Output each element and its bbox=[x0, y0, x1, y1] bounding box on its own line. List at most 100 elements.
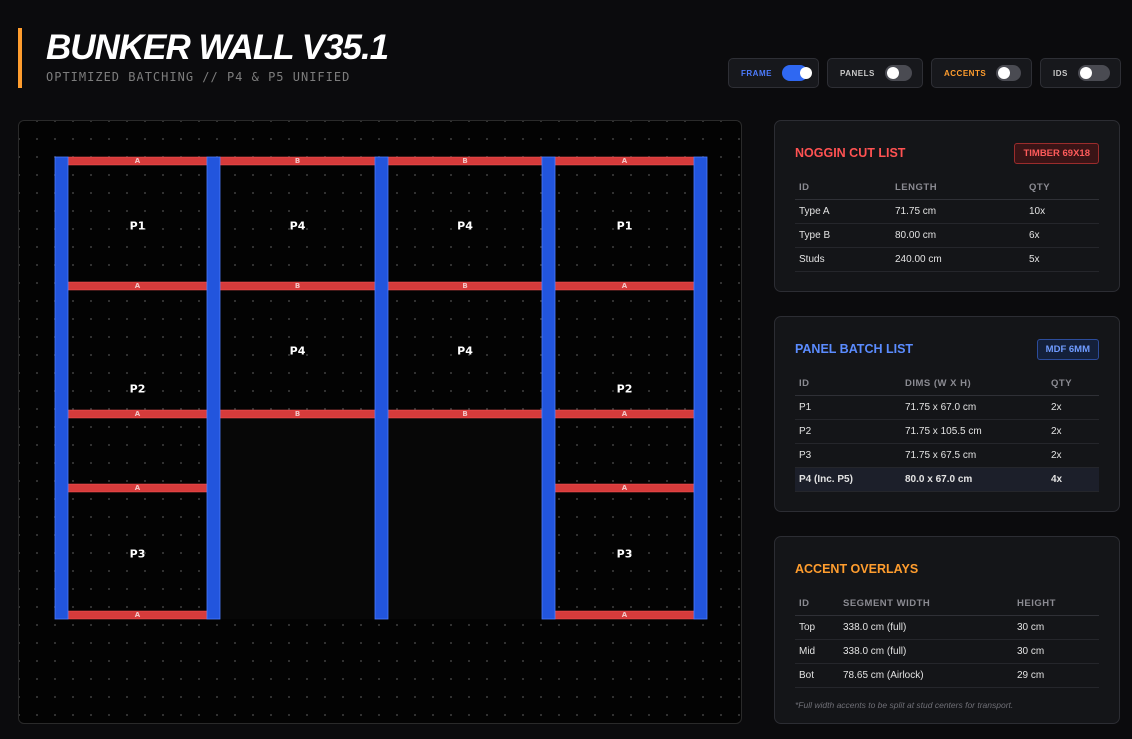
stud-4 bbox=[693, 156, 708, 620]
cell: 5x bbox=[1025, 247, 1099, 272]
page-subtitle: OPTIMIZED BATCHING // P4 & P5 UNIFIED bbox=[46, 70, 351, 84]
col-height: HEIGHT bbox=[1013, 593, 1099, 616]
noggin-row2-0-label: A bbox=[135, 282, 141, 290]
cell: 80.0 x 67.0 cm bbox=[901, 467, 1047, 492]
toggle-panels-label: PANELS bbox=[840, 68, 875, 78]
panel-batch-list: PANEL BATCH LIST MDF 6MM ID DIMS (W X H)… bbox=[774, 316, 1120, 512]
cell: 2x bbox=[1047, 395, 1099, 420]
noggin-bottom-right-label: A bbox=[622, 611, 628, 619]
cell: Type B bbox=[795, 223, 891, 248]
accent-title: ACCENT OVERLAYS bbox=[795, 562, 919, 576]
noggin-title: NOGGIN CUT LIST bbox=[795, 146, 906, 160]
cell: P1 bbox=[795, 395, 901, 420]
cell: 338.0 cm (full) bbox=[839, 615, 1013, 640]
noggin-row3-1-label: B bbox=[295, 410, 300, 418]
noggin-top-2-label: B bbox=[462, 157, 467, 165]
cell: P2 bbox=[795, 419, 901, 444]
cell: 30 cm bbox=[1013, 639, 1099, 664]
noggin-row2-3-label: A bbox=[622, 282, 628, 290]
noggin-cut-list: NOGGIN CUT LIST TIMBER 69X18 ID LENGTH Q… bbox=[774, 120, 1120, 292]
panel-title: PANEL BATCH LIST bbox=[795, 342, 914, 356]
cell: 240.00 cm bbox=[891, 247, 1025, 272]
switch-knob bbox=[799, 67, 812, 79]
cell: Top bbox=[795, 615, 839, 640]
panel-label-row1-1: P4 bbox=[290, 220, 306, 233]
cell: Bot bbox=[795, 663, 839, 688]
noggin-row4-right-label: A bbox=[622, 484, 628, 492]
cell: P4 (Inc. P5) bbox=[795, 467, 901, 492]
accent-overlays: ACCENT OVERLAYS ID SEGMENT WIDTH HEIGHT … bbox=[774, 536, 1120, 724]
layer-toggles: FRAME PANELS ACCENTS IDS bbox=[728, 58, 1121, 88]
toggle-panels-switch[interactable] bbox=[884, 65, 912, 81]
noggin-bottom-left-label: A bbox=[135, 611, 141, 619]
toggle-accents-label: ACCENTS bbox=[944, 68, 987, 78]
panel-label-row2-outer-0: P2 bbox=[130, 383, 146, 396]
cell: 78.65 cm (Airlock) bbox=[839, 663, 1013, 688]
panel-label-row1-3: P1 bbox=[617, 220, 633, 233]
cell: 2x bbox=[1047, 419, 1099, 444]
panel-label-row2-center-0: P4 bbox=[290, 345, 306, 358]
noggin-top-1-label: B bbox=[295, 157, 300, 165]
switch-knob bbox=[998, 67, 1011, 79]
col-id: ID bbox=[795, 177, 891, 200]
cell: 71.75 x 67.5 cm bbox=[901, 443, 1047, 468]
panel-label-row1-2: P4 bbox=[457, 220, 473, 233]
panel-label-row1-0: P1 bbox=[130, 220, 146, 233]
stud-3 bbox=[541, 156, 556, 620]
cell: 71.75 x 67.0 cm bbox=[901, 395, 1047, 420]
page-title: BUNKER WALL V35.1 bbox=[46, 28, 389, 67]
toggle-accents[interactable]: ACCENTS bbox=[931, 58, 1032, 88]
mdf-badge: MDF 6MM bbox=[1036, 338, 1099, 360]
stud-2 bbox=[374, 156, 389, 620]
col-qty: QTY bbox=[1047, 373, 1099, 396]
cell: 6x bbox=[1025, 223, 1099, 248]
toggle-frame-label: FRAME bbox=[741, 68, 772, 78]
accent-note: *Full width accents to be split at stud … bbox=[795, 699, 1014, 710]
panel-label-row3-outer-0: P3 bbox=[130, 548, 146, 561]
noggin-row2-1-label: B bbox=[295, 282, 300, 290]
noggin-row4-left-label: A bbox=[135, 484, 141, 492]
cell: Studs bbox=[795, 247, 891, 272]
noggin-row2-2-label: B bbox=[462, 282, 467, 290]
noggin-row3-0-label: A bbox=[135, 410, 141, 418]
header: BUNKER WALL V35.1 OPTIMIZED BATCHING // … bbox=[18, 28, 389, 88]
toggle-ids-switch[interactable] bbox=[1077, 65, 1110, 81]
panel-empty-center-left bbox=[220, 416, 375, 619]
toggle-ids-label: IDS bbox=[1053, 68, 1068, 78]
cell: Type A bbox=[795, 199, 891, 224]
noggin-row3-3-label: A bbox=[622, 410, 628, 418]
col-dims: DIMS (W X H) bbox=[901, 373, 1047, 396]
cell: P3 bbox=[795, 443, 901, 468]
switch-knob bbox=[886, 67, 899, 79]
cell: 30 cm bbox=[1013, 615, 1099, 640]
switch-knob bbox=[1079, 67, 1092, 79]
toggle-frame[interactable]: FRAME bbox=[728, 58, 819, 88]
stud-0 bbox=[54, 156, 69, 620]
col-id: ID bbox=[795, 373, 901, 396]
cell: 71.75 x 105.5 cm bbox=[901, 419, 1047, 444]
toggle-ids[interactable]: IDS bbox=[1040, 58, 1121, 88]
panel-label-row2-center-1: P4 bbox=[457, 345, 473, 358]
noggin-row3-2-label: B bbox=[462, 410, 467, 418]
toggle-accents-switch[interactable] bbox=[996, 65, 1021, 81]
noggin-top-3-label: A bbox=[622, 157, 628, 165]
noggin-top-0-label: A bbox=[135, 157, 141, 165]
toggle-panels[interactable]: PANELS bbox=[827, 58, 923, 88]
cell: 71.75 cm bbox=[891, 199, 1025, 224]
timber-badge: TIMBER 69X18 bbox=[1014, 142, 1099, 164]
toggle-frame-switch[interactable] bbox=[781, 65, 812, 81]
cell: Mid bbox=[795, 639, 839, 664]
